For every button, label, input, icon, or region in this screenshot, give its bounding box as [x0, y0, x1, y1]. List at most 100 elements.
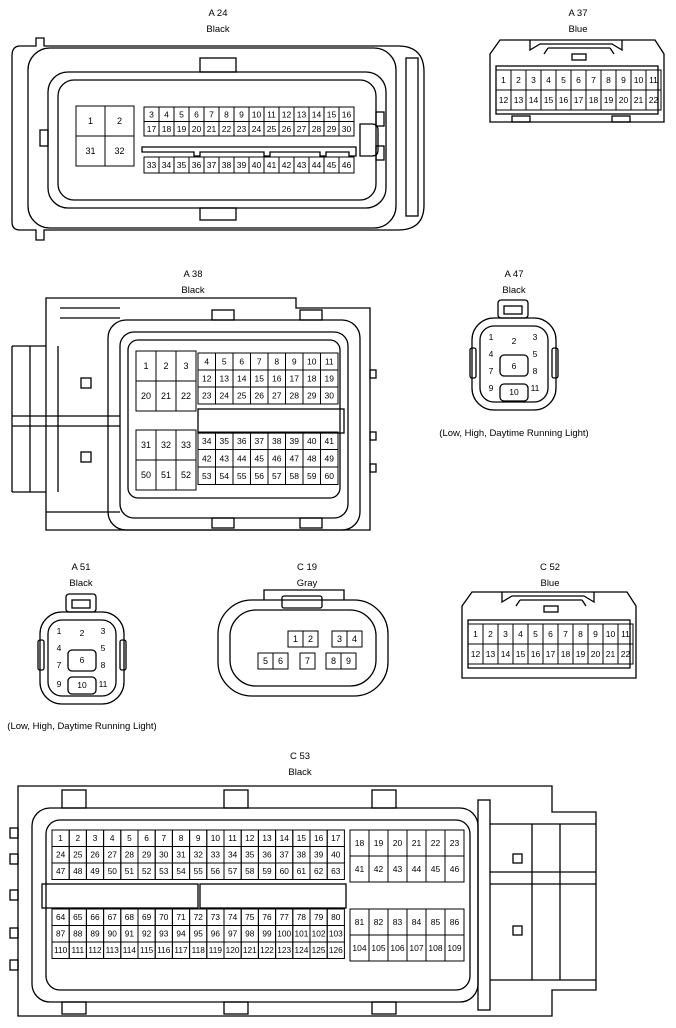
pin-a38-58: 58 — [285, 466, 304, 485]
svg-text:7: 7 — [209, 109, 214, 119]
svg-text:54: 54 — [176, 866, 186, 876]
pin-c53-70: 70 — [154, 908, 173, 926]
c52-name: C 52 — [540, 562, 560, 573]
svg-text:31: 31 — [176, 850, 186, 860]
svg-text:19: 19 — [177, 124, 187, 134]
svg-text:111: 111 — [71, 945, 84, 955]
pin-a37-2: 2 — [510, 69, 527, 91]
pin-c53-3: 3 — [85, 829, 105, 847]
svg-text:119: 119 — [209, 945, 223, 955]
pin-a37-13: 13 — [510, 89, 527, 111]
svg-text:116: 116 — [157, 945, 171, 955]
pin-a24-29: 29 — [323, 121, 340, 137]
svg-text:18: 18 — [307, 374, 317, 384]
svg-text:89: 89 — [90, 929, 100, 939]
pin-a38-31: 31 — [135, 429, 157, 461]
svg-text:54: 54 — [220, 471, 230, 481]
svg-text:7: 7 — [257, 357, 262, 367]
svg-text:51: 51 — [125, 866, 135, 876]
svg-text:50: 50 — [141, 470, 151, 480]
svg-text:13: 13 — [220, 374, 230, 384]
svg-text:94: 94 — [176, 929, 186, 939]
svg-text:6: 6 — [548, 629, 553, 639]
pin-c53-62: 62 — [309, 862, 328, 880]
pin-a24-12: 12 — [278, 106, 295, 122]
pin-a24-7: 7 — [203, 106, 220, 122]
svg-text:98: 98 — [245, 929, 255, 939]
svg-text:1: 1 — [57, 626, 62, 636]
a47-note: (Low, High, Daytime Running Light) — [439, 428, 588, 439]
pin-c53-53: 53 — [154, 862, 173, 880]
svg-text:45: 45 — [431, 864, 441, 874]
svg-text:123: 123 — [277, 945, 291, 955]
svg-text:9: 9 — [57, 679, 62, 689]
svg-text:16: 16 — [559, 95, 569, 105]
svg-text:70: 70 — [159, 912, 169, 922]
svg-text:9: 9 — [346, 656, 351, 666]
svg-text:14: 14 — [280, 833, 290, 843]
svg-text:41: 41 — [267, 160, 277, 170]
pin-c52-21: 21 — [602, 643, 619, 665]
svg-text:16: 16 — [272, 374, 282, 384]
svg-text:58: 58 — [290, 471, 300, 481]
pin-c53-75: 75 — [240, 908, 259, 926]
pin-a37-16: 16 — [555, 89, 572, 111]
svg-text:17: 17 — [331, 833, 341, 843]
svg-text:67: 67 — [108, 912, 118, 922]
pin-c53-51: 51 — [120, 862, 139, 880]
svg-text:19: 19 — [325, 374, 335, 384]
svg-text:25: 25 — [237, 391, 247, 401]
pin-a24-19: 19 — [173, 121, 190, 137]
pin-c53-126: 126 — [326, 941, 345, 959]
svg-text:53: 53 — [202, 471, 212, 481]
pin-a24-27: 27 — [293, 121, 310, 137]
svg-text:10: 10 — [252, 109, 262, 119]
pin-c53-81: 81 — [349, 908, 370, 936]
pin-c53-55: 55 — [189, 862, 208, 880]
connector-a47 — [469, 299, 559, 411]
svg-text:76: 76 — [262, 912, 272, 922]
svg-text:28: 28 — [312, 124, 322, 134]
svg-text:3: 3 — [93, 833, 98, 843]
pin-c53-125: 125 — [309, 941, 328, 959]
pin-c53-29: 29 — [137, 846, 156, 864]
svg-text:22: 22 — [222, 124, 232, 134]
svg-text:2: 2 — [80, 628, 85, 638]
pin-a38-57: 57 — [267, 466, 286, 485]
svg-text:19: 19 — [576, 649, 586, 659]
svg-text:82: 82 — [374, 917, 384, 927]
pin-c52-9: 9 — [587, 623, 604, 645]
svg-text:56: 56 — [211, 866, 221, 876]
pin-a24-5: 5 — [173, 106, 190, 122]
connector-a24 — [11, 37, 425, 241]
svg-text:8: 8 — [331, 656, 336, 666]
svg-text:113: 113 — [106, 945, 120, 955]
svg-text:15: 15 — [544, 95, 554, 105]
svg-text:114: 114 — [123, 945, 137, 955]
pin-c53-111: 111 — [68, 941, 87, 959]
svg-text:28: 28 — [290, 391, 300, 401]
svg-text:77: 77 — [280, 912, 290, 922]
pin-c52-3: 3 — [497, 623, 514, 645]
pin-a38-35: 35 — [215, 431, 234, 450]
svg-text:34: 34 — [228, 850, 238, 860]
svg-text:43: 43 — [297, 160, 307, 170]
c52-color: Blue — [540, 578, 559, 589]
svg-text:1: 1 — [489, 332, 494, 342]
svg-text:42: 42 — [202, 453, 212, 463]
svg-text:13: 13 — [486, 649, 496, 659]
svg-text:73: 73 — [211, 912, 221, 922]
svg-text:62: 62 — [314, 866, 324, 876]
svg-text:72: 72 — [194, 912, 204, 922]
pin-a24-45: 45 — [323, 156, 340, 174]
svg-text:9: 9 — [196, 833, 201, 843]
pin-c53-79: 79 — [309, 908, 328, 926]
svg-text:22: 22 — [181, 391, 191, 401]
svg-text:121: 121 — [243, 945, 257, 955]
pin-a38-52: 52 — [175, 459, 197, 491]
pin-a38-24: 24 — [215, 386, 234, 405]
pin-a38-43: 43 — [215, 449, 234, 468]
pin-a47-6: 6 — [512, 361, 517, 371]
pin-a24-35: 35 — [173, 156, 190, 174]
